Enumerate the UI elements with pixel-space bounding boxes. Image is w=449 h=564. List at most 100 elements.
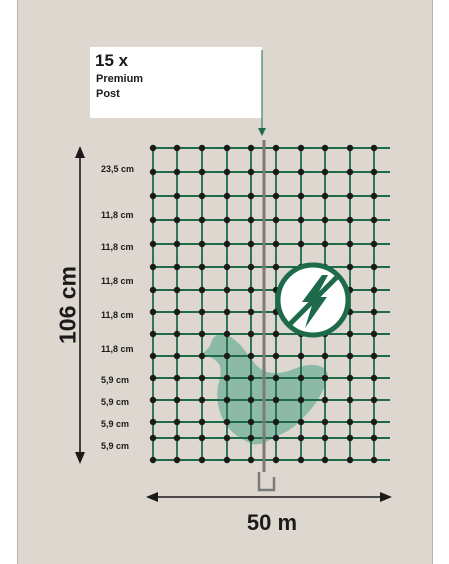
net-knot — [321, 418, 329, 426]
net-knot — [247, 456, 255, 464]
net-knot — [272, 418, 280, 426]
height-dimension-arrow — [75, 146, 85, 464]
net-knot — [173, 374, 181, 382]
net-knot — [198, 192, 206, 200]
net-knot — [346, 330, 354, 338]
spacing-label: 11,8 cm — [101, 276, 134, 286]
net-knot — [272, 192, 280, 200]
net-knot — [173, 286, 181, 294]
spacing-label: 5,9 cm — [101, 419, 130, 429]
net-knot — [297, 434, 305, 442]
net-knot — [370, 263, 378, 271]
spacing-label: 11,8 cm — [101, 344, 134, 354]
net-knot — [370, 418, 378, 426]
net-knot — [173, 263, 181, 271]
net-knot — [198, 330, 206, 338]
net-knot — [198, 240, 206, 248]
net-knot — [370, 396, 378, 404]
net-knot — [272, 396, 280, 404]
spacing-label: 23,5 cm — [101, 164, 135, 174]
net-knot — [247, 216, 255, 224]
net-knot — [223, 286, 231, 294]
net-knot — [370, 144, 378, 152]
net-knot — [173, 216, 181, 224]
net-knot — [346, 263, 354, 271]
electric-warning-icon — [275, 262, 351, 338]
net-knot — [198, 308, 206, 316]
net-knot — [297, 396, 305, 404]
net-knot — [223, 168, 231, 176]
net-knot — [223, 352, 231, 360]
net-knot — [173, 240, 181, 248]
net-knot — [370, 456, 378, 464]
net-knot — [346, 192, 354, 200]
product-name-line1: Premium — [96, 73, 144, 85]
net-knot — [198, 286, 206, 294]
net-knot — [346, 168, 354, 176]
net-knot — [247, 352, 255, 360]
net-knot — [272, 240, 280, 248]
net-knot — [272, 330, 280, 338]
net-knot — [223, 144, 231, 152]
net-knot — [297, 168, 305, 176]
spacing-label: 5,9 cm — [101, 397, 130, 407]
net-knot — [272, 434, 280, 442]
net-knot — [198, 263, 206, 271]
net-knot — [198, 456, 206, 464]
net-knot — [149, 144, 157, 152]
net-knot — [149, 240, 157, 248]
net-knot — [149, 374, 157, 382]
height-label: 106 cm — [54, 265, 81, 345]
net-knot — [198, 418, 206, 426]
product-label-box — [90, 47, 262, 118]
net-knot — [173, 352, 181, 360]
net-knot — [149, 263, 157, 271]
net-knot — [247, 263, 255, 271]
net-knot — [149, 286, 157, 294]
net-knot — [297, 192, 305, 200]
net-knot — [346, 240, 354, 248]
net-knot — [272, 168, 280, 176]
product-name-line2: Post — [96, 88, 120, 100]
net-knot — [321, 396, 329, 404]
net-knot — [346, 144, 354, 152]
net-knot — [223, 374, 231, 382]
net-knot — [223, 263, 231, 271]
net-knot — [247, 330, 255, 338]
net-knot — [297, 216, 305, 224]
net-knot — [173, 330, 181, 338]
net-knot — [321, 352, 329, 360]
net-knot — [297, 240, 305, 248]
net-knot — [247, 240, 255, 248]
net-knot — [297, 144, 305, 152]
net-knot — [173, 168, 181, 176]
net-knot — [321, 216, 329, 224]
net-knot — [173, 144, 181, 152]
spacing-label: 5,9 cm — [101, 441, 130, 451]
net-knot — [149, 168, 157, 176]
net-knot — [346, 216, 354, 224]
spacing-label: 11,8 cm — [101, 242, 134, 252]
net-knot — [272, 144, 280, 152]
net-knot — [346, 418, 354, 426]
net-knot — [149, 418, 157, 426]
width-label: 50 m — [246, 510, 298, 535]
net-knot — [247, 168, 255, 176]
fence-net — [149, 144, 390, 464]
net-knot — [149, 216, 157, 224]
net-knot — [247, 192, 255, 200]
net-knot — [223, 456, 231, 464]
net-knot — [198, 168, 206, 176]
net-knot — [346, 374, 354, 382]
net-knot — [223, 192, 231, 200]
net-knot — [272, 352, 280, 360]
net-knot — [321, 434, 329, 442]
net-knot — [149, 352, 157, 360]
net-knot — [149, 456, 157, 464]
net-knot — [272, 216, 280, 224]
net-knot — [370, 168, 378, 176]
net-knot — [223, 308, 231, 316]
net-knot — [198, 374, 206, 382]
net-knot — [297, 418, 305, 426]
